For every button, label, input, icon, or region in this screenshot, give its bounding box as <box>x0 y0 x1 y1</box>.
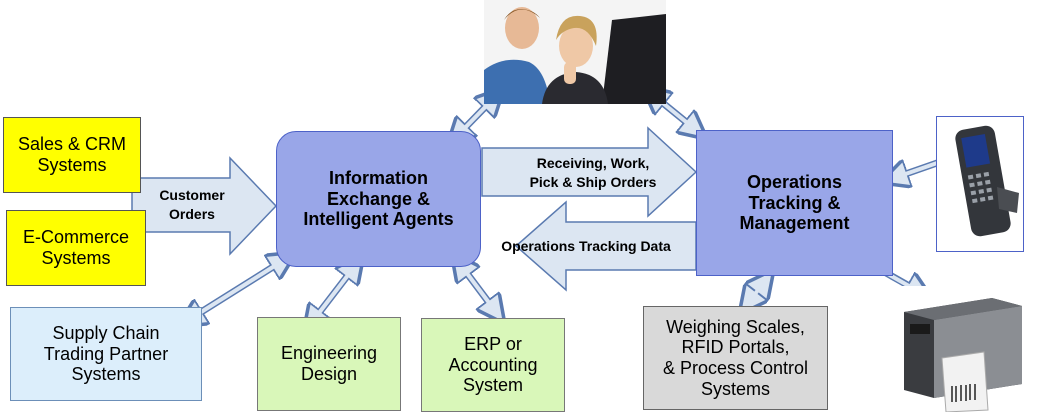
ecommerce-box: E-Commerce Systems <box>6 210 146 286</box>
info-exchange-box: Information Exchange & Intelligent Agent… <box>276 131 481 267</box>
handheld-scanner-photo <box>936 116 1024 252</box>
info-exchange-label: Information Exchange & Intelligent Agent… <box>303 167 454 230</box>
supply-chain-label: Supply Chain Trading Partner Systems <box>43 322 169 385</box>
sales-crm-label: Sales & CRM Systems <box>17 134 127 175</box>
engineering-label: Engineering Design <box>280 343 378 384</box>
sales-crm-box: Sales & CRM Systems <box>3 117 141 193</box>
label-printer-photo <box>898 286 1028 412</box>
erp-box: ERP or Accounting System <box>421 318 565 412</box>
customer-orders-label: Customer Orders <box>159 187 225 222</box>
orders-to-operations-arrow <box>481 126 698 218</box>
operations-label: Operations Tracking & Management <box>739 171 850 234</box>
supply-chain-box: Supply Chain Trading Partner Systems <box>10 307 202 401</box>
people-at-computer-photo <box>484 0 666 104</box>
operations-box: Operations Tracking & Management <box>696 130 893 276</box>
ecommerce-label: E-Commerce Systems <box>22 227 129 268</box>
engineering-box: Engineering Design <box>257 317 401 411</box>
weighing-label: Weighing Scales, RFID Portals, & Process… <box>662 316 809 399</box>
tracking-data-arrow <box>514 200 697 292</box>
orders-flow-label: Receiving, Work, Pick & Ship Orders <box>529 155 657 190</box>
weighing-box: Weighing Scales, RFID Portals, & Process… <box>643 306 828 410</box>
tracking-flow-label: Operations Tracking Data <box>501 238 671 254</box>
customer-orders-arrow <box>131 156 278 256</box>
erp-label: ERP or Accounting System <box>448 333 538 396</box>
